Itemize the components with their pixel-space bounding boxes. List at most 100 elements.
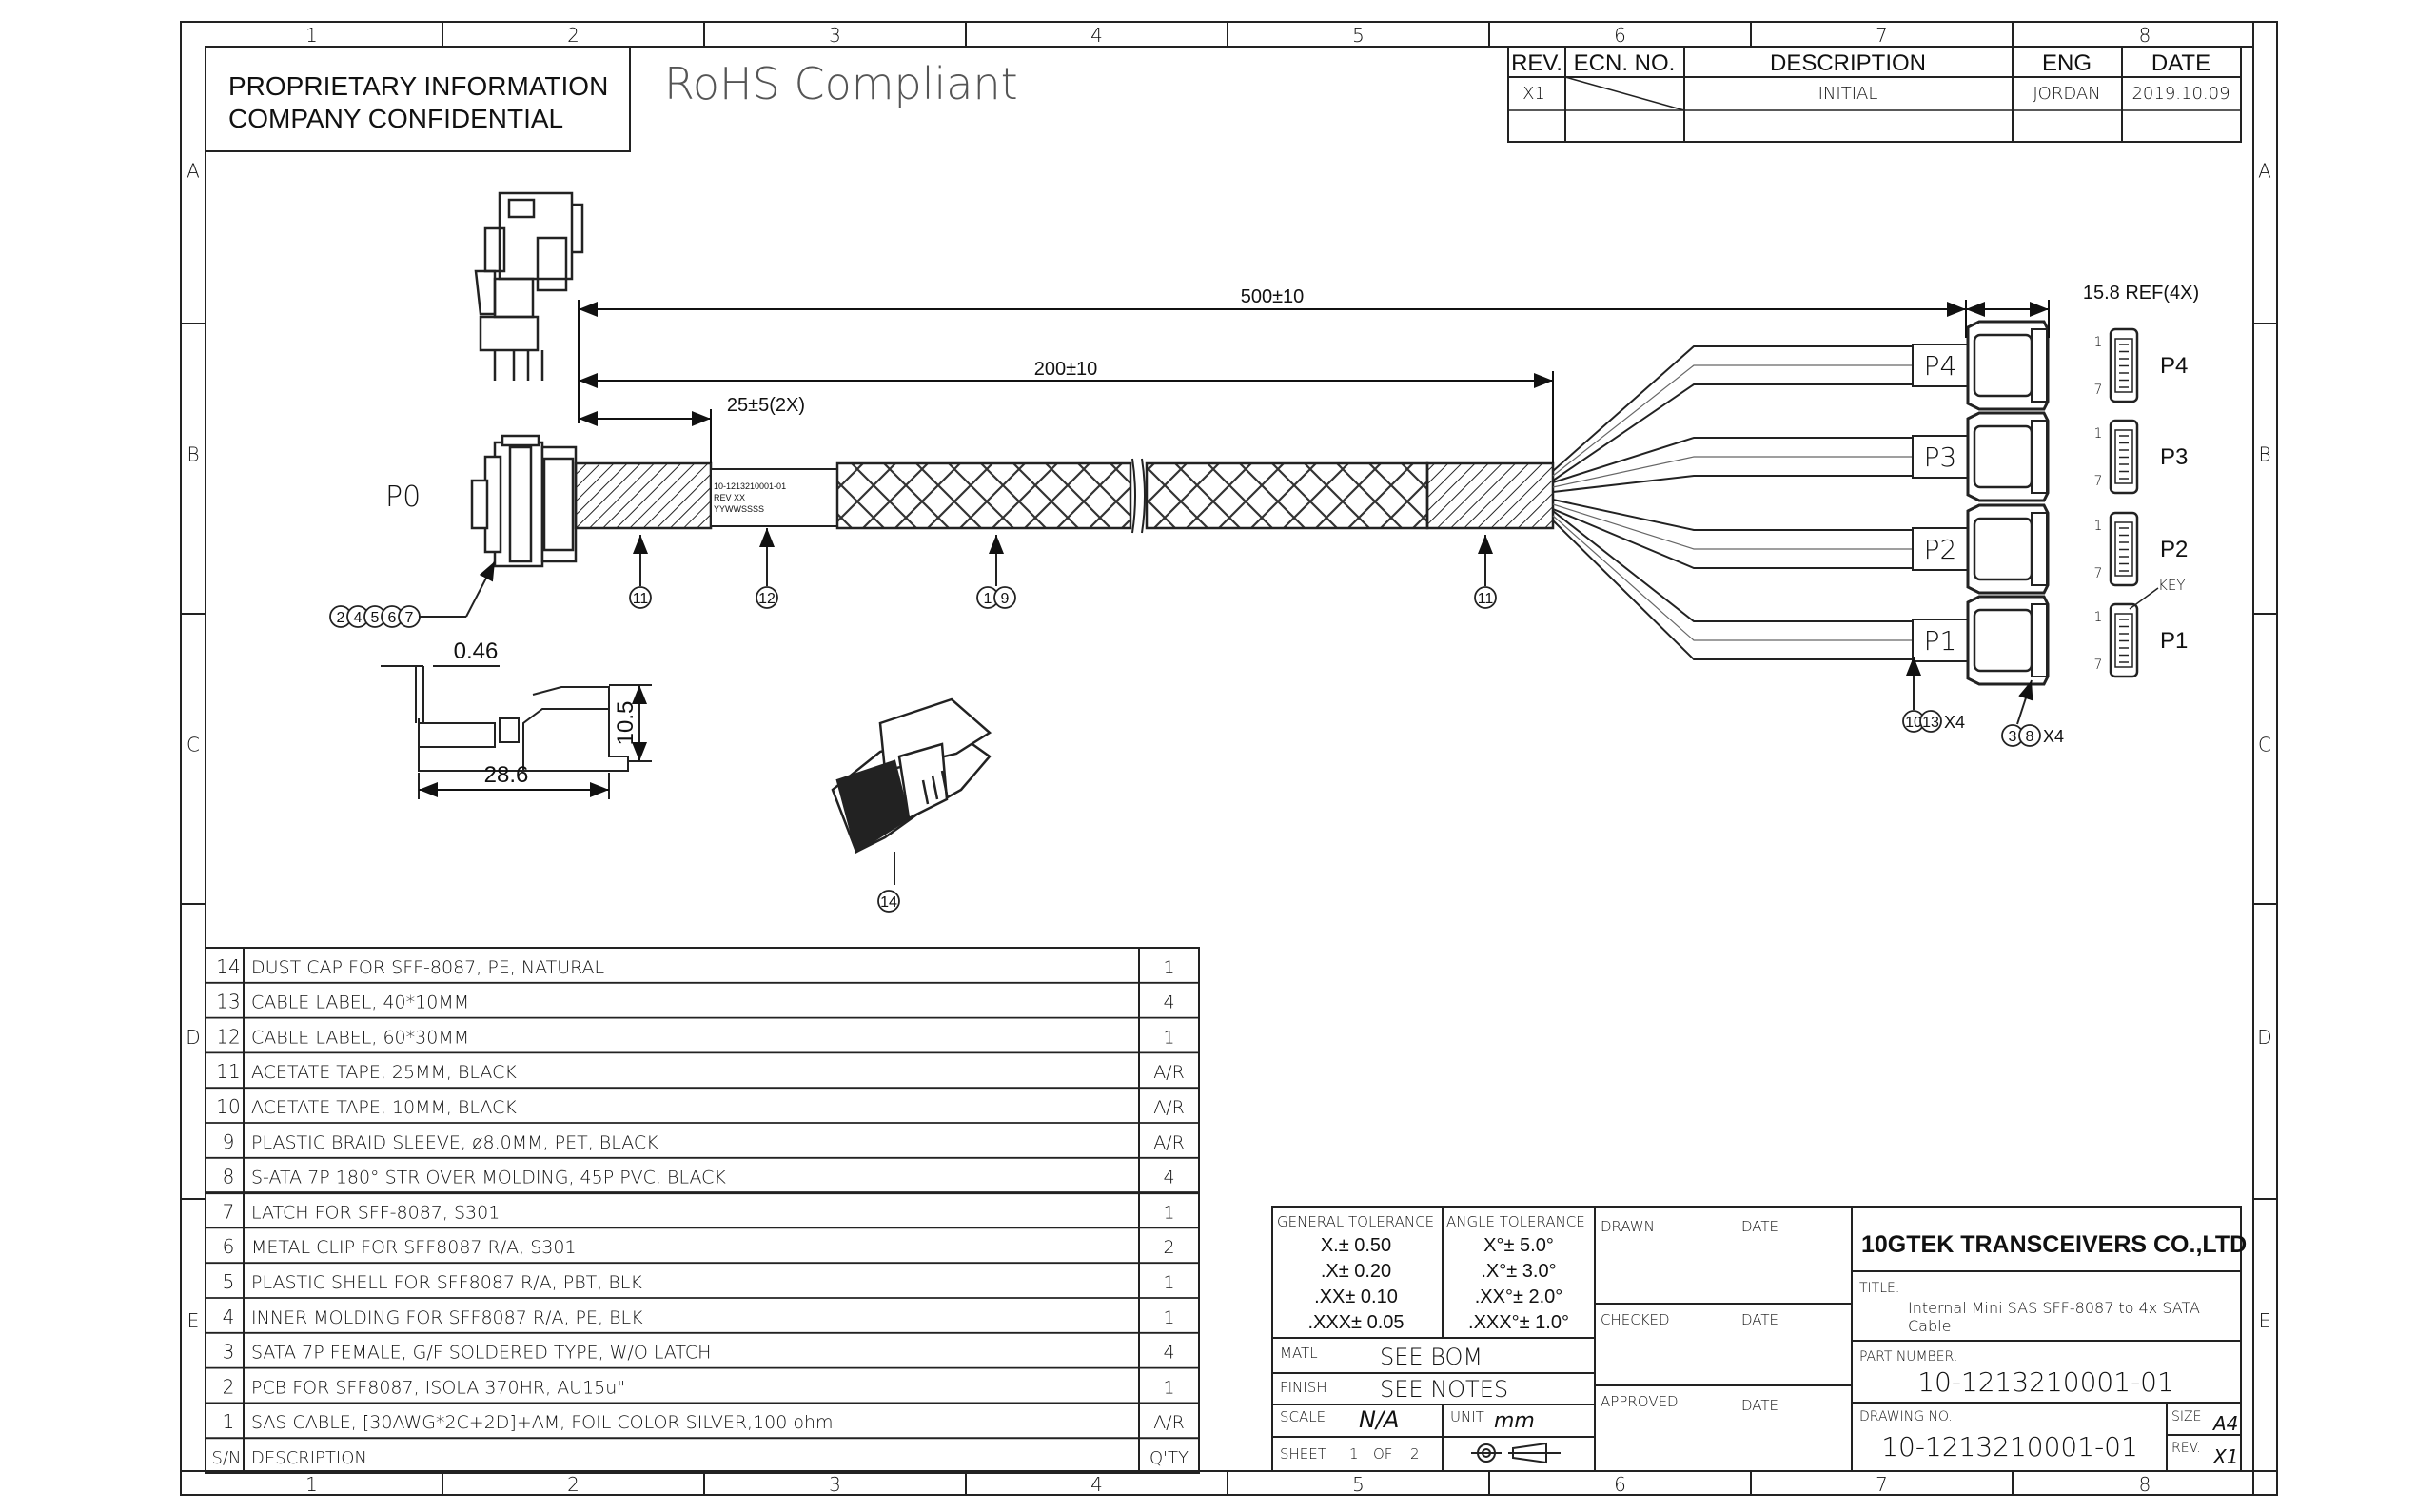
bom-qty: 4	[1163, 1343, 1174, 1364]
key-leader	[2129, 587, 2159, 610]
drawing-no-label: DRAWING NO.	[1859, 1409, 1953, 1424]
grid-row-label: D	[186, 1026, 200, 1049]
grid-row-label: B	[187, 443, 199, 466]
bom-description: PLASTIC BRAID SLEEVE, ø8.0MM, PET, BLACK	[251, 1132, 658, 1153]
p0-label: P0	[385, 481, 421, 514]
company-name: 10GTEK TRANSCEIVERS CO.,LTD	[1861, 1231, 2247, 1258]
bom-sn: 2	[223, 1375, 235, 1398]
bom-sn: 10	[216, 1095, 240, 1118]
callout-tape-right-balloon	[1474, 586, 1497, 609]
bom-qty: A/R	[1153, 1412, 1185, 1433]
callout-tape-left-number: 11	[633, 591, 649, 607]
fanout-wires	[1552, 345, 1913, 660]
grid-row-label: D	[2257, 1026, 2271, 1049]
dust-cap-view	[831, 697, 992, 885]
wire-center	[1552, 456, 1913, 488]
bom-sn: 12	[216, 1025, 240, 1048]
grid-row-label: C	[187, 734, 200, 756]
grid-row-label: B	[2258, 443, 2270, 466]
matl-label: MATL	[1280, 1345, 1318, 1362]
grid-col-label: 4	[1090, 24, 1103, 47]
pin-first-label: 1	[2094, 335, 2103, 350]
wire-lower	[1552, 383, 1913, 481]
bom-description: DUST CAP FOR SFF-8087, PE, NATURAL	[251, 957, 604, 978]
wire-upper	[1552, 345, 1913, 472]
bom-description: INNER MOLDING FOR SFF8087 R/A, PE, BLK	[251, 1307, 643, 1328]
dimension-lines	[578, 300, 2050, 463]
wire-center	[1552, 364, 1913, 477]
wire-lower	[1552, 475, 1913, 493]
callout-leader	[465, 560, 496, 618]
drawn-date-label: DATE	[1741, 1218, 1778, 1235]
callout-p1-left-balloon	[1919, 710, 1942, 733]
grid-col-label: 2	[567, 24, 580, 47]
unit-value: mm	[1494, 1409, 1535, 1433]
proprietary-box: PROPRIETARY INFORMATION COMPANY CONFIDEN…	[205, 46, 631, 152]
ang-tol-0: X°± 5.0°	[1483, 1235, 1554, 1256]
callout-p1-left-number: 13	[1922, 715, 1939, 731]
pin-first-label: 1	[2094, 519, 2103, 534]
bom-qty: A/R	[1153, 1097, 1185, 1118]
grid-col-label: 8	[2139, 1473, 2151, 1496]
bom-description: CABLE LABEL, 40*10MM	[251, 992, 469, 1013]
grid-col-label: 2	[567, 1473, 580, 1496]
checked-date-label: DATE	[1741, 1311, 1778, 1328]
bom-description: CABLE LABEL, 60*30MM	[251, 1027, 469, 1048]
cable-label-line2: REV XX	[714, 493, 745, 502]
grid-col-label: 8	[2139, 24, 2151, 47]
callout-label-balloon	[756, 586, 778, 609]
scale-label: SCALE	[1280, 1408, 1326, 1425]
ang-tol-2: .XX°± 2.0°	[1475, 1286, 1563, 1307]
checked-label: CHECKED	[1601, 1311, 1670, 1328]
bom-sn: 5	[223, 1270, 235, 1293]
grid-row-label: A	[2258, 160, 2271, 183]
dim-tape: 25±5(2X)	[727, 395, 805, 416]
sheet-total: 2	[1410, 1445, 1420, 1463]
size-label: SIZE	[2171, 1409, 2201, 1424]
rev-header-rev: REV.	[1511, 50, 1562, 76]
bom-qty: A/R	[1153, 1132, 1185, 1153]
callout-cap-number: 14	[880, 894, 897, 911]
bom-sn: 4	[223, 1306, 235, 1328]
port-label: P4	[2160, 353, 2188, 379]
dim-046: 0.46	[454, 638, 499, 664]
bom-header-description: DESCRIPTION	[251, 1448, 367, 1468]
callout-label-number: 12	[758, 591, 776, 607]
dim-ref: 15.8 REF(4X)	[2083, 283, 2199, 304]
size-value: A4	[2211, 1412, 2238, 1435]
port-side-label: P1	[1924, 625, 1957, 657]
gen-tol-3: .XXX± 0.05	[1307, 1312, 1404, 1333]
callout-main-number: 4	[354, 610, 363, 626]
sata-face	[1973, 608, 2033, 673]
pin-last-label: 7	[2094, 566, 2103, 581]
bom-description: LATCH FOR SFF-8087, S301	[251, 1202, 500, 1223]
title-label: TITLE.	[1859, 1281, 1899, 1296]
callout-main-number: 6	[388, 610, 397, 626]
bom-qty: 1	[1163, 1202, 1174, 1223]
callout-main-number: 2	[337, 610, 345, 626]
gen-tol-1: .X± 0.20	[1321, 1261, 1391, 1282]
proprietary-line1: PROPRIETARY INFORMATION	[228, 71, 608, 101]
angle-tolerance-label: ANGLE TOLERANCE	[1446, 1213, 1585, 1230]
bom-sn: 8	[223, 1166, 235, 1188]
grid-col-label: 3	[829, 24, 841, 47]
port-label: P3	[2160, 444, 2188, 470]
bom-border	[205, 947, 1200, 1474]
grid-col-label: 7	[1876, 1473, 1888, 1496]
port-label-box	[1912, 435, 1969, 479]
sheet-of: OF	[1373, 1445, 1392, 1463]
sheet-label: SHEET	[1280, 1445, 1326, 1463]
bom-description: ACETATE TAPE, 10MM, BLACK	[251, 1097, 517, 1118]
cable-label-line3: YYWWSSSS	[714, 504, 764, 514]
bom-sn: 6	[223, 1235, 235, 1258]
callout-tape-left-balloon	[629, 586, 652, 609]
bom-sn: 11	[216, 1060, 240, 1083]
port-label: P2	[2160, 537, 2188, 562]
approved-label: APPROVED	[1601, 1393, 1679, 1410]
approved-date-label: DATE	[1741, 1397, 1778, 1414]
wire-upper	[1552, 437, 1913, 483]
callout-p1-left-suffix: X4	[1944, 713, 1965, 732]
callout-p1-right-suffix: X4	[2043, 727, 2064, 746]
